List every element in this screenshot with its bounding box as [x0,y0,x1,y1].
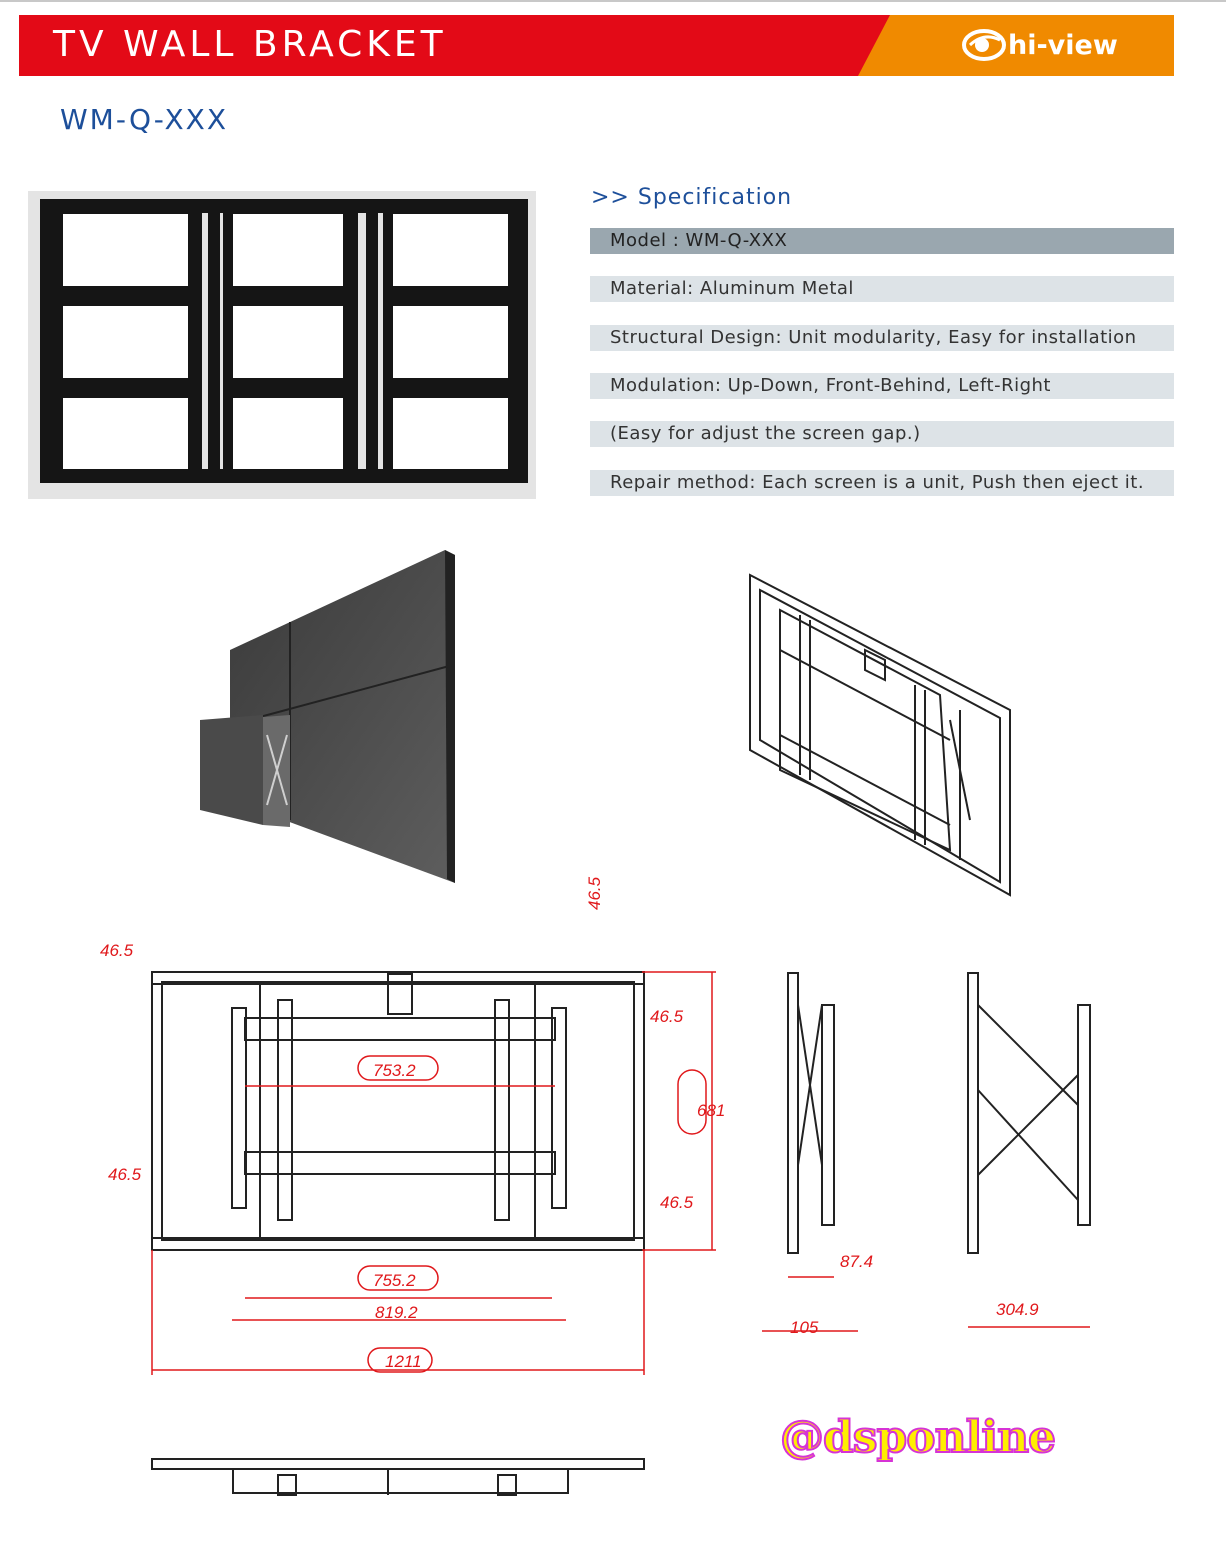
model-code: WM-Q-XXX [60,103,229,136]
dim-side-depth-outer: 105 [790,1318,819,1337]
spec-row-structure: Structural Design: Unit modularity, Easy… [590,325,1174,351]
dim-right-top: 46.5 [650,1007,684,1026]
dim-total-width: 1211 [385,1352,422,1371]
dim-extended-depth: 304.9 [996,1300,1039,1319]
video-wall-render [195,545,535,895]
spec-row-gap-note: (Easy for adjust the screen gap.) [590,421,1174,447]
eye-logo-icon [962,29,1006,61]
dim-top-margin: 46.5 [585,876,604,910]
spec-row-model: Model : WM-Q-XXX [590,228,1174,254]
side-view-drawings: 87.4 105 304.9 [760,965,1100,1350]
top-rule [0,0,1226,2]
brand-name: hi-view [1008,29,1118,61]
spec-row-repair: Repair method: Each screen is a unit, Pu… [590,470,1174,496]
dim-height: 681 [697,1101,725,1120]
product-photo [28,191,536,499]
page-title: TV WALL BRACKET [53,24,447,65]
dim-mount-width: 819.2 [375,1303,418,1322]
dim-inner-width-top: 753.2 [373,1061,416,1080]
spec-row-material: Material: Aluminum Metal [590,276,1174,302]
header-banner: TV WALL BRACKET hi-view [19,15,1174,76]
brand-block: hi-view [858,15,1174,76]
dim-inner-width-bottom: 755.2 [373,1271,416,1290]
dim-left-low: 46.5 [108,1165,142,1184]
dim-right-low: 46.5 [660,1193,694,1212]
dim-corner-left-h: 46.5 [100,941,134,960]
brand-logo: hi-view [962,28,1118,62]
watermark: @dsponline [779,1411,1057,1464]
front-view-drawing: 46.5 46.5 46.5 46.5 46.5 753.2 755.2 819… [90,870,730,1395]
dim-side-depth-inner: 87.4 [840,1252,873,1271]
spec-row-modulation: Modulation: Up-Down, Front-Behind, Left-… [590,373,1174,399]
bracket-isometric-drawing [740,570,1020,905]
top-view-drawing [148,1455,648,1510]
spec-heading: >> Specification [591,185,793,210]
